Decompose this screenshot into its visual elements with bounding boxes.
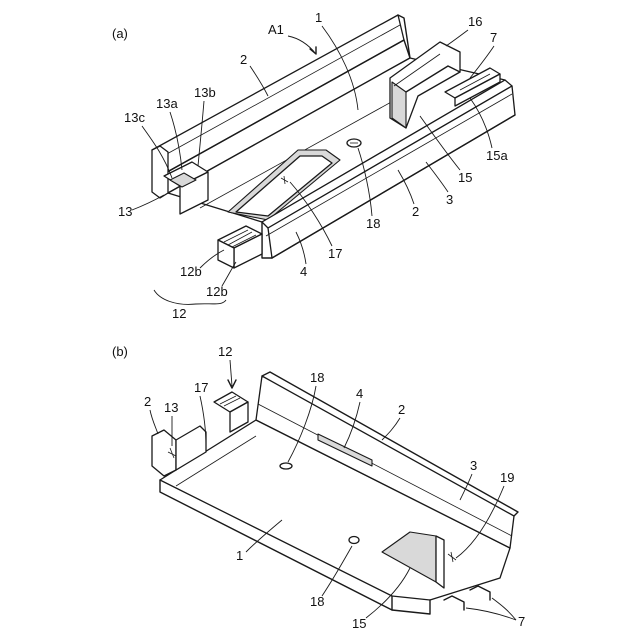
figure-b: (b) [112, 344, 525, 631]
figure-a-panel-label: (a) [112, 26, 128, 41]
figure-b-leader-12 [230, 360, 232, 386]
figure-b-label-19: 19 [500, 470, 514, 485]
figure-a-connector [218, 226, 262, 268]
figure-b-label-18-top: 18 [310, 370, 324, 385]
figure-b-label-1: 1 [236, 548, 243, 563]
figure-a-label-13: 13 [118, 204, 132, 219]
figure-a-leader-3 [426, 162, 448, 192]
figure-b-label-7: 7 [518, 614, 525, 629]
figure-a-hole [347, 139, 361, 147]
figure-b-connector [214, 392, 248, 432]
figure-b-hole-bottom [349, 537, 359, 544]
figure-a-label-13a: 13a [156, 96, 178, 111]
figure-a-label-16: 16 [468, 14, 482, 29]
figure-a-label-12b-1: 12b [180, 264, 202, 279]
figure-b-label-12: 12 [218, 344, 232, 359]
figure-b-leader-2-left [150, 410, 158, 434]
figure-a-label-7: 7 [490, 30, 497, 45]
figure-a-label-15a: 15a [486, 148, 508, 163]
figure-b-leader-7b [492, 598, 516, 620]
figure-a-label-4: 4 [300, 264, 307, 279]
figure-b-label-4: 4 [356, 386, 363, 401]
figure-a: (a) [112, 10, 515, 321]
figure-b-hole-top [280, 463, 292, 469]
figure-b-label-13: 13 [164, 400, 178, 415]
figure-b-label-17: 17 [194, 380, 208, 395]
figure-b-label-3: 3 [470, 458, 477, 473]
figure-a-label-2-right: 2 [412, 204, 419, 219]
figure-a-label-15: 15 [458, 170, 472, 185]
figure-a-label-12b-2: 12b [206, 284, 228, 299]
figure-b-label-15: 15 [352, 616, 366, 631]
figure-a-label-13c: 13c [124, 110, 145, 125]
figure-a-label-3: 3 [446, 192, 453, 207]
figure-b-label-2-right: 2 [398, 402, 405, 417]
figure-b-label-18-bottom: 18 [310, 594, 324, 609]
figure-a-label-18: 18 [366, 216, 380, 231]
figure-a-label-13b: 13b [194, 85, 216, 100]
figure-b-label-2-left: 2 [144, 394, 151, 409]
figure-a-label-1: 1 [315, 10, 322, 25]
figure-a-leader-16 [446, 30, 468, 46]
figure-b-panel-label: (b) [112, 344, 128, 359]
figure-b-leader-7a [466, 608, 516, 620]
figure-a-label-17: 17 [328, 246, 342, 261]
figure-a-label-12: 12 [172, 306, 186, 321]
figure-b-leader-2-right [382, 418, 400, 440]
figure-a-leader-13 [132, 195, 164, 210]
figure-a-label-2-top: 2 [240, 52, 247, 67]
figure-a-label-a1: A1 [268, 22, 284, 37]
